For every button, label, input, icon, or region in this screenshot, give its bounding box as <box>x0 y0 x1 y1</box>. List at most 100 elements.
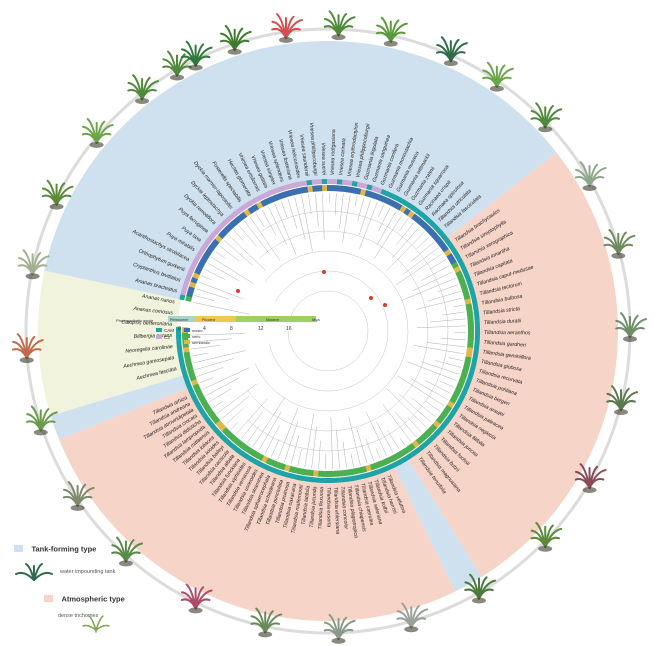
tree-branch <box>439 380 455 388</box>
photosynthesis-ring-segment <box>326 179 333 185</box>
habitat-ring-segment <box>350 186 358 194</box>
habitat-ring-segment <box>425 226 434 235</box>
taxon-label: Vriesea phillipocoburgii <box>308 122 318 176</box>
tree-branch <box>190 338 233 343</box>
habitat-ring-segment <box>302 468 310 476</box>
c3-label: C3 <box>164 335 170 340</box>
habitat-ring-segment <box>466 347 474 354</box>
tree-branch <box>271 439 280 457</box>
tree-branch <box>421 361 460 375</box>
plant-icon <box>81 118 114 148</box>
tree-branch <box>427 291 461 302</box>
habitat-ring-segment <box>221 426 230 435</box>
photosynthesis-ring-segment <box>474 327 480 334</box>
photosynthesis-ring-segment <box>311 477 319 483</box>
tree-branch <box>226 408 244 425</box>
habitat-ring-segment <box>224 430 234 439</box>
tree-branch <box>202 367 250 390</box>
photosynthesis-ring-segment <box>473 312 480 319</box>
photosynthesis-ring-segment <box>322 477 328 483</box>
tree-branch <box>374 214 403 259</box>
tree-branch <box>246 425 260 443</box>
habitat-ring-segment <box>443 404 453 413</box>
tree-branch <box>411 271 453 292</box>
habitat-ring-segment <box>418 219 427 228</box>
tree-branch <box>401 278 456 301</box>
tree-branch <box>261 209 277 236</box>
tree-branch <box>339 193 344 229</box>
plant-icon <box>219 24 252 55</box>
tree-branch <box>219 245 240 262</box>
tick-unit: Mya <box>312 317 320 322</box>
habitat-ring-segment <box>467 323 474 329</box>
photosynthesis-ring-segment <box>179 361 186 369</box>
tree-branch <box>398 393 432 423</box>
photosynthesis-ring-segment <box>474 333 480 340</box>
habitat-ring-segment <box>228 433 237 442</box>
tank-legend-sub: water impounding tank <box>60 560 115 578</box>
photosynthesis-ring-segment <box>346 180 354 187</box>
tree-branch <box>277 407 299 460</box>
habitat-ring-segment <box>407 210 416 219</box>
photosynthesis-ring-segment <box>296 474 304 481</box>
habitat-ring-segment <box>432 420 441 429</box>
habitat-ring-segment <box>441 408 450 417</box>
tick-4: 4 <box>203 326 206 332</box>
plant-icon <box>376 16 408 47</box>
habitat-ring-segment <box>331 470 338 477</box>
tree-branch <box>315 193 319 227</box>
habitat-ring-segment <box>302 186 309 194</box>
photosynthesis-ring-segment <box>286 472 294 479</box>
tree-branch <box>258 411 282 451</box>
tree-branch <box>411 378 448 400</box>
habitat-ring-segment <box>243 445 252 454</box>
habitat-ring-segment <box>211 238 220 247</box>
habitat-ring-segment <box>403 207 412 217</box>
photosynthesis-ring-segment <box>474 337 480 345</box>
habitat-ring-segment <box>350 468 358 476</box>
tree-branch <box>334 193 337 216</box>
semiaridic-label: semiaridic <box>192 340 210 345</box>
tree-branch <box>396 222 414 245</box>
tree-branch <box>215 251 226 259</box>
habitat-ring-segment <box>467 318 474 325</box>
phylogenetic-tree <box>190 193 466 469</box>
tree-branch <box>356 427 368 464</box>
habitat-ring-segment <box>326 185 333 192</box>
c3-swatch <box>156 335 162 339</box>
tree-branch <box>413 345 465 354</box>
tree-branch <box>399 218 409 231</box>
habitat-ring-segment <box>206 246 215 255</box>
photosynthesis-ring-segment <box>471 357 478 365</box>
tree-branch <box>255 213 265 228</box>
tree-branch <box>387 430 400 450</box>
habitat-ring-segment <box>297 187 305 195</box>
photosynthesis-ring-segment <box>177 351 184 359</box>
tree-branch <box>200 377 214 384</box>
plant-icon <box>11 333 44 364</box>
habitat-ring-segment <box>346 469 353 476</box>
tree-branch <box>192 302 250 315</box>
photosynthesis-ring-segment <box>351 474 359 481</box>
habitat-ring-segment <box>345 186 353 193</box>
plant-icon <box>615 312 648 342</box>
taxon-label: Vriesea sucrei <box>320 142 327 176</box>
habitat-ring-segment <box>355 467 363 475</box>
trait-rings <box>175 179 480 483</box>
tree-branch <box>196 288 230 300</box>
tree-branch <box>357 197 365 221</box>
photosynthesis-ring-segment <box>176 337 182 344</box>
photosynthesis-ring-segment <box>311 179 318 185</box>
tree-branch <box>410 242 434 262</box>
habitat-ring-segment <box>341 469 348 477</box>
photosynthesis-ring-segment <box>351 180 359 187</box>
habitat-ring-segment <box>467 337 474 344</box>
photosynthesis-ring-segment <box>473 342 480 350</box>
plant-icon <box>603 228 636 259</box>
habitat-ring-segment <box>466 308 474 315</box>
photosynthesis-ring-segment <box>316 477 323 483</box>
habitat-ring-segment <box>432 233 441 242</box>
tree-branch <box>204 269 226 280</box>
tree-branch <box>441 311 465 316</box>
atmos-legend-sub: dense trichomes <box>58 604 98 622</box>
